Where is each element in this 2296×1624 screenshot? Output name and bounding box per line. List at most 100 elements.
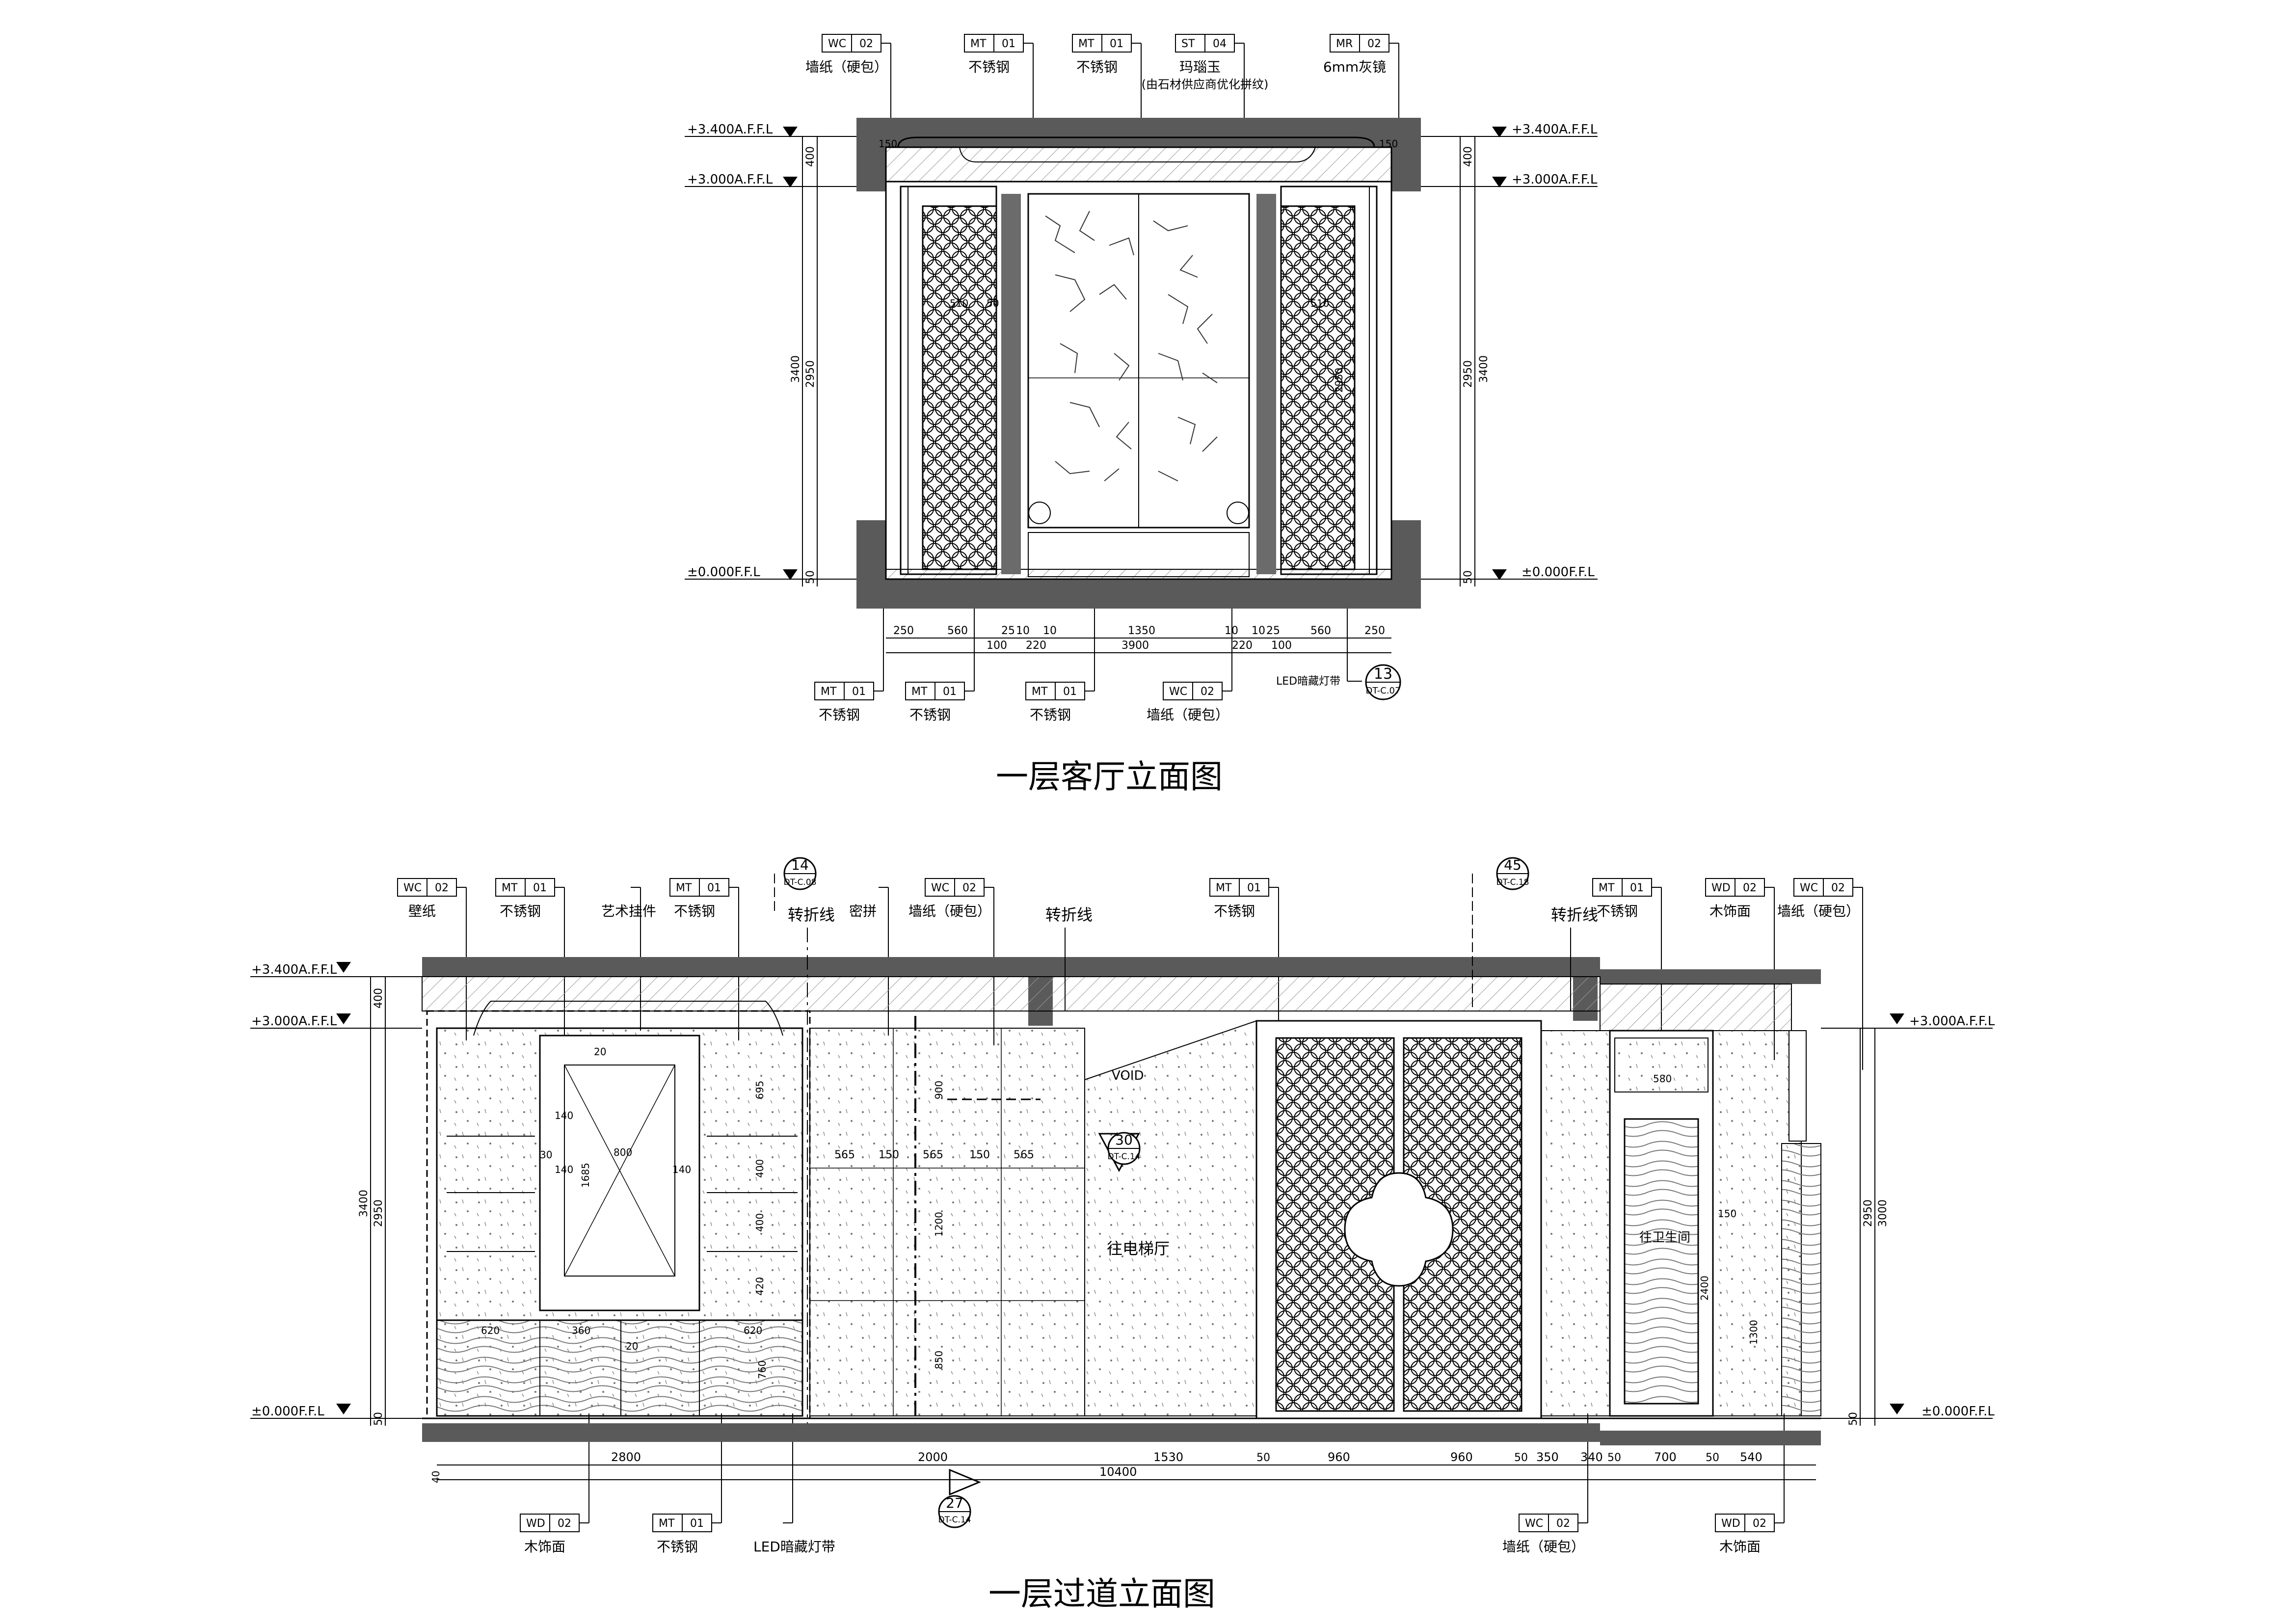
dim-text: 510 [950,297,968,309]
tag-label: 木饰面 [1719,1539,1761,1555]
tag-code: MR [1336,38,1353,50]
tag-code: WC [931,882,949,894]
tag-label: 墙纸（硬包） [908,903,991,919]
dim-text: 100 [1271,639,1292,652]
drawing-title: 一层客厅立面图 [996,758,1223,796]
tag-code: MT [1599,882,1615,894]
tag-label: 墙纸（硬包） [1502,1539,1585,1555]
vertical-dim: 2950 [804,360,817,388]
level-label: ±0.000F.F.L [1522,565,1595,580]
tag-number: 02 [1556,1518,1570,1530]
tag-number: 02 [1201,686,1214,698]
tag-code: MT [502,882,518,894]
room-label: 往卫生间 [1639,1230,1690,1245]
tag-number: 02 [1831,882,1845,894]
dim-text: 960 [1328,1450,1350,1464]
tag-code: WC [828,38,846,50]
dim-text: 25 [1001,625,1015,637]
ref-number: 14 [791,857,809,873]
structure [422,957,1821,1445]
dim-text: 1300 [1748,1320,1760,1345]
dim-text: 140 [672,1164,691,1175]
dim-text: 20 [626,1340,638,1352]
horizontal-dimensions: 250 560 25 10 10 1350 10 10 25 560 250 1… [886,625,1391,653]
tag-label: 不锈钢 [1597,903,1638,919]
tag-code: MT [659,1518,675,1530]
tag-code: MT [676,882,692,894]
vertical-dim: 3400 [358,1190,370,1217]
led-label: LED暗藏灯带 [1276,675,1340,688]
dim-text: 560 [947,625,968,637]
stainless-steel-strips [1001,194,1276,574]
tag-label: 不锈钢 [819,707,860,723]
vertical-dim: 50 [373,1412,385,1426]
level-markers-left: +3.400A.F.F.L +3.000A.F.F.L ±0.000F.F.L … [685,122,856,586]
tag-label: 玛瑙玉 [1179,59,1221,75]
dim-text: 350 [1536,1450,1559,1464]
level-label: +3.000A.F.F.L [1512,172,1598,187]
tag-label: 不锈钢 [1076,59,1118,75]
tag-note: (由石材供应商优化拼纹) [1142,78,1269,91]
tag-number: 02 [1743,882,1757,894]
dim-text: 510 [1310,297,1329,309]
tag-number: 02 [435,882,449,894]
right-wall [1541,1030,1821,1417]
section-ref-30: 30 DT-C.14 [1098,1132,1141,1172]
dim-text: 400 [754,1213,766,1232]
tag-number: 02 [558,1518,571,1530]
wallpaper-wall [809,1016,1257,1418]
ref-sheet: DT-C.14 [938,1515,971,1525]
ref-sheet: DT-C.07 [1366,686,1401,696]
level-label: +3.000A.F.F.L [1909,1014,1995,1029]
tag-number: 04 [1213,38,1227,50]
level-label: ±0.000F.F.L [1922,1404,1995,1419]
dim-text: 565 [1014,1149,1034,1161]
level-label: ±0.000F.F.L [251,1404,324,1419]
dim-text: 50 [1514,1452,1528,1464]
room-label: VOID [1112,1068,1144,1083]
dim-text: 2400 [1699,1276,1710,1301]
tag-label: 墙纸（硬包） [1777,903,1860,919]
dim-text: 3900 [1121,639,1149,652]
tag-label: 不锈钢 [1214,903,1255,919]
vertical-dim: 400 [804,146,817,167]
dim-text: 565 [834,1149,855,1161]
tag-number: 01 [852,686,866,698]
dim-text: 50 [987,297,999,309]
dim-text: 2000 [918,1450,948,1464]
dim-text: 700 [1654,1450,1677,1464]
vertical-dim: 2950 [373,1199,385,1227]
tag-label: 不锈钢 [968,59,1010,75]
dim-text: 10 [1043,625,1057,637]
tag-code: WC [1169,686,1187,698]
tag-code: WC [403,882,422,894]
tag-label: 木饰面 [1709,903,1751,919]
inner-dimensions: 695 400 400 420 1685 800 140 140 140 20 … [481,1046,1760,1379]
dim-text: 150 [879,1149,899,1161]
dim-text: 10400 [1099,1465,1137,1479]
tag-label: 艺术挂件 [601,903,656,919]
dim-text: 340 [1580,1450,1603,1464]
right-lattice-panel [1280,186,1378,575]
vertical-dim: 2950 [1462,360,1474,388]
dim-text: 150 [1718,1208,1736,1220]
inner-dimensions: 150 150 510 50 510 2950 [879,138,1398,393]
tag-number: 01 [707,882,721,894]
dim-text: 420 [754,1277,766,1296]
dim-text: 50 [1607,1452,1621,1464]
dim-text: 10 [1016,625,1030,637]
tag-label: 不锈钢 [1030,707,1071,723]
break-label: 转折线 [1551,905,1598,924]
tag-code: MT [970,38,987,50]
horizontal-dimensions: 2800 2000 1530 50 960 960 50 350 340 50 … [430,1450,1816,1483]
tag-number: 02 [1367,38,1381,50]
break-label: 转折线 [788,905,835,924]
tag-code: ST [1181,38,1195,50]
